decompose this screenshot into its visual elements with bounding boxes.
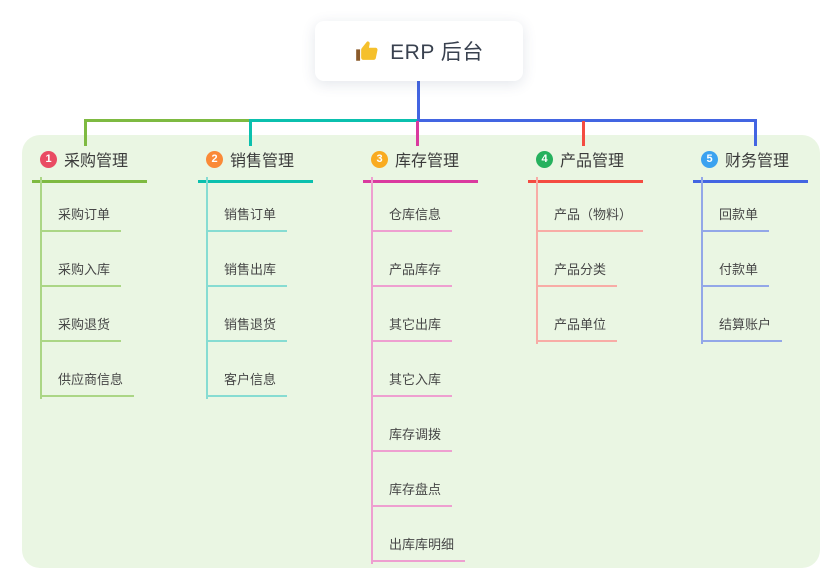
child-node[interactable]: 回款单: [701, 204, 770, 232]
child-label: 其它入库: [389, 372, 442, 387]
child-label: 采购订单: [58, 207, 111, 222]
child-label: 回款单: [719, 207, 759, 222]
child-label: 产品库存: [389, 262, 442, 277]
branch-number-badge: 4: [536, 150, 553, 168]
branch-title: 销售管理: [230, 153, 295, 170]
child-label: 产品（物料）: [554, 207, 633, 222]
child-node[interactable]: 采购订单: [40, 204, 122, 232]
child-label: 销售退货: [224, 317, 277, 332]
branch-number-badge: 1: [40, 150, 57, 168]
child-node[interactable]: 出库库明细: [371, 534, 466, 562]
child-label: 产品单位: [554, 317, 607, 332]
child-node[interactable]: 采购入库: [40, 259, 122, 287]
bus-line-sales: [249, 119, 418, 122]
bus-line-finance: [417, 119, 757, 122]
child-node[interactable]: 付款单: [701, 259, 770, 287]
child-node[interactable]: 销售出库: [206, 259, 288, 287]
child-label: 销售出库: [224, 262, 277, 277]
child-node[interactable]: 其它入库: [371, 369, 453, 397]
child-label: 客户信息: [224, 372, 277, 387]
drop-line-purchase: [84, 121, 87, 146]
child-node[interactable]: 销售订单: [206, 204, 288, 232]
branch-header-inventory[interactable]: 3 库存管理: [363, 147, 478, 183]
branch-number-badge: 5: [701, 150, 718, 168]
child-node[interactable]: 产品（物料）: [536, 204, 644, 232]
drop-line-finance: [754, 121, 757, 146]
branch-title: 库存管理: [395, 153, 460, 170]
branch-child-line: [701, 177, 703, 344]
child-node[interactable]: 客户信息: [206, 369, 288, 397]
root-node[interactable]: ERP 后台: [315, 21, 523, 81]
child-node[interactable]: 销售退货: [206, 314, 288, 342]
branch-number-badge: 3: [371, 150, 388, 168]
child-label: 库存盘点: [389, 482, 442, 497]
branch-header-purchase[interactable]: 1 采购管理: [32, 147, 147, 183]
child-label: 出库库明细: [389, 537, 455, 552]
child-label: 供应商信息: [58, 372, 124, 387]
child-label: 付款单: [719, 262, 759, 277]
child-node[interactable]: 供应商信息: [40, 369, 135, 397]
child-node[interactable]: 其它出库: [371, 314, 453, 342]
branch-header-finance[interactable]: 5 财务管理: [693, 147, 808, 183]
branch-title: 财务管理: [725, 153, 790, 170]
branch-number-badge: 2: [206, 150, 223, 168]
child-label: 采购退货: [58, 317, 111, 332]
child-node[interactable]: 产品库存: [371, 259, 453, 287]
child-label: 产品分类: [554, 262, 607, 277]
root-connector-line: [417, 81, 420, 120]
branch-child-line: [40, 177, 42, 399]
drop-line-product: [582, 121, 585, 146]
branch-child-line: [536, 177, 538, 344]
branch-title: 产品管理: [560, 153, 625, 170]
drop-line-sales: [249, 121, 252, 146]
child-label: 销售订单: [224, 207, 277, 222]
child-node[interactable]: 产品单位: [536, 314, 618, 342]
drop-line-inventory: [416, 121, 419, 146]
child-node[interactable]: 库存调拨: [371, 424, 453, 452]
thumbs-up-icon: [354, 38, 380, 64]
child-node[interactable]: 库存盘点: [371, 479, 453, 507]
root-title: ERP 后台: [390, 41, 484, 64]
child-node[interactable]: 产品分类: [536, 259, 618, 287]
child-label: 其它出库: [389, 317, 442, 332]
child-node[interactable]: 采购退货: [40, 314, 122, 342]
branch-header-product[interactable]: 4 产品管理: [528, 147, 643, 183]
child-label: 结算账户: [719, 317, 772, 332]
branch-child-line: [206, 177, 208, 399]
branch-header-sales[interactable]: 2 销售管理: [198, 147, 313, 183]
child-label: 仓库信息: [389, 207, 442, 222]
child-label: 库存调拨: [389, 427, 442, 442]
bus-line-purchase: [84, 119, 251, 122]
branch-child-line: [371, 177, 373, 564]
child-node[interactable]: 结算账户: [701, 314, 783, 342]
child-label: 采购入库: [58, 262, 111, 277]
child-node[interactable]: 仓库信息: [371, 204, 453, 232]
branch-title: 采购管理: [64, 153, 129, 170]
branches-panel: [22, 135, 820, 568]
